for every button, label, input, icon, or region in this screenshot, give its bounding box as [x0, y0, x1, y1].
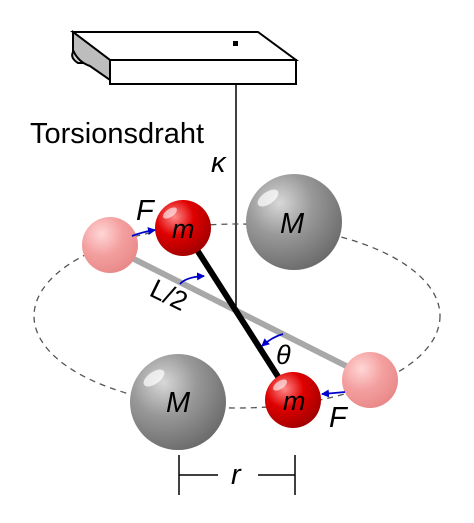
- force-arrow-bottom: [321, 389, 346, 398]
- angle-label: θ: [276, 340, 291, 370]
- orbit-path: [33, 223, 441, 409]
- ghost-small-mass-right: [342, 352, 398, 408]
- force-arrow-top: [131, 227, 156, 237]
- large-mass-top: [246, 174, 342, 270]
- large-mass-bottom: [130, 354, 226, 450]
- distance-label: r: [231, 459, 242, 491]
- small-mass-top: [155, 200, 211, 256]
- wire-label: Torsionsdraht: [30, 118, 204, 150]
- distance-bracket: [178, 455, 296, 495]
- half-length-pointer: [179, 272, 205, 285]
- force-label-top: F: [136, 195, 156, 227]
- suspension-point: [233, 41, 238, 46]
- small-mass-label-top: m: [172, 214, 195, 244]
- ceiling-mount: [70, 29, 300, 85]
- ghost-small-mass-left: [82, 217, 138, 273]
- deflected-rod: [180, 226, 296, 402]
- force-label-bottom: F: [329, 402, 349, 434]
- small-mass-bottom: [265, 372, 321, 428]
- large-mass-label-top: M: [280, 208, 305, 240]
- small-mass-label-bottom: m: [283, 386, 306, 416]
- angle-arc: [261, 333, 284, 347]
- large-mass-label-bottom: M: [166, 387, 191, 419]
- kappa-label: κ: [211, 147, 227, 179]
